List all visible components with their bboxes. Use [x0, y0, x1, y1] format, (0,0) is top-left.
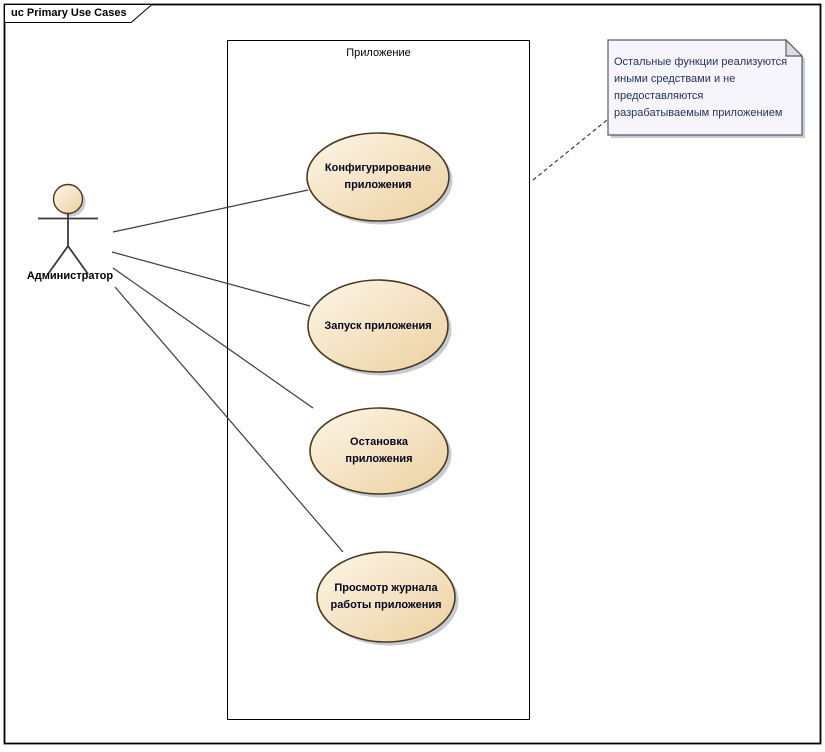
usecase-ellipse[interactable]: [307, 279, 449, 373]
usecase-configure-application[interactable]: [306, 132, 453, 225]
actor-label: Администратор: [26, 270, 114, 282]
usecase-configure-label: Конфигурирование приложения: [324, 162, 432, 191]
association-stop: [112, 267, 314, 409]
usecase-ellipse[interactable]: [306, 132, 450, 222]
association-configure: [112, 189, 309, 233]
usecase-start-application[interactable]: [307, 279, 452, 376]
note-shape[interactable]: [607, 39, 803, 136]
frame-title: uc Primary Use Cases: [11, 7, 127, 19]
association-viewlog: [114, 286, 344, 553]
actor-body: [38, 213, 98, 275]
diagram-frame: [3, 3, 822, 745]
usecase-ellipse[interactable]: [316, 551, 456, 643]
usecase-ellipse[interactable]: [309, 407, 449, 495]
usecase-stop-application[interactable]: [309, 407, 452, 498]
usecase-view-application-log[interactable]: [316, 551, 459, 646]
note[interactable]: [607, 38, 805, 138]
note-link-dashed-line: [532, 119, 608, 181]
usecase-viewlog-label: Просмотр журнала работы приложения: [330, 582, 442, 611]
actor-head[interactable]: [52, 183, 84, 215]
actor-administrator[interactable]: [38, 183, 98, 275]
association-start: [111, 251, 311, 307]
system-boundary-label: Приложение: [346, 47, 411, 59]
usecase-stop-label: Остановка приложения: [345, 436, 413, 465]
frame-tab: [4, 4, 154, 23]
note-text: Остальные функции реализуются иными сред…: [614, 56, 788, 119]
association-lines: [111, 189, 344, 553]
note-fold-corner: [785, 38, 804, 57]
usecase-start-label: Запуск приложения: [324, 319, 432, 332]
